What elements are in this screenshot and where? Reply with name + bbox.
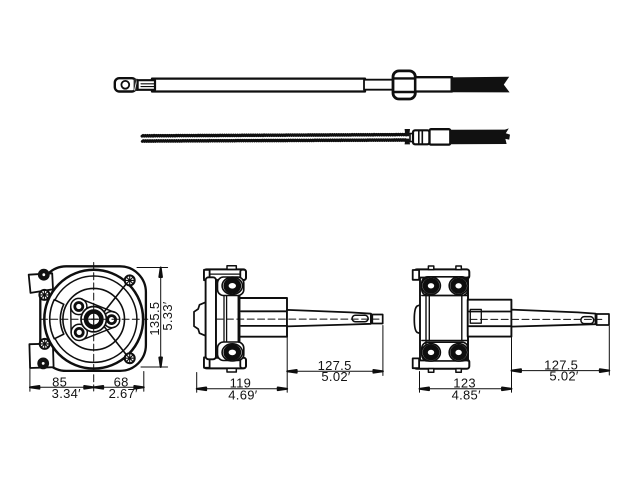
svg-text:2.67′: 2.67′ bbox=[109, 386, 139, 401]
svg-text:127.5: 127.5 bbox=[318, 358, 352, 373]
svg-text:5.02′: 5.02′ bbox=[549, 369, 579, 384]
svg-text:85: 85 bbox=[52, 375, 67, 390]
svg-text:68: 68 bbox=[114, 375, 129, 390]
svg-text:5.02′: 5.02′ bbox=[321, 369, 351, 384]
svg-text:123: 123 bbox=[453, 375, 476, 390]
svg-text:119: 119 bbox=[230, 375, 252, 390]
svg-text:135.5: 135.5 bbox=[147, 302, 162, 336]
svg-text:127.5: 127.5 bbox=[544, 357, 578, 372]
svg-text:3.34′: 3.34′ bbox=[52, 386, 82, 401]
svg-text:4.85′: 4.85′ bbox=[452, 387, 482, 402]
svg-text:5.33′: 5.33′ bbox=[160, 301, 175, 331]
svg-text:4.69′: 4.69′ bbox=[228, 387, 258, 402]
